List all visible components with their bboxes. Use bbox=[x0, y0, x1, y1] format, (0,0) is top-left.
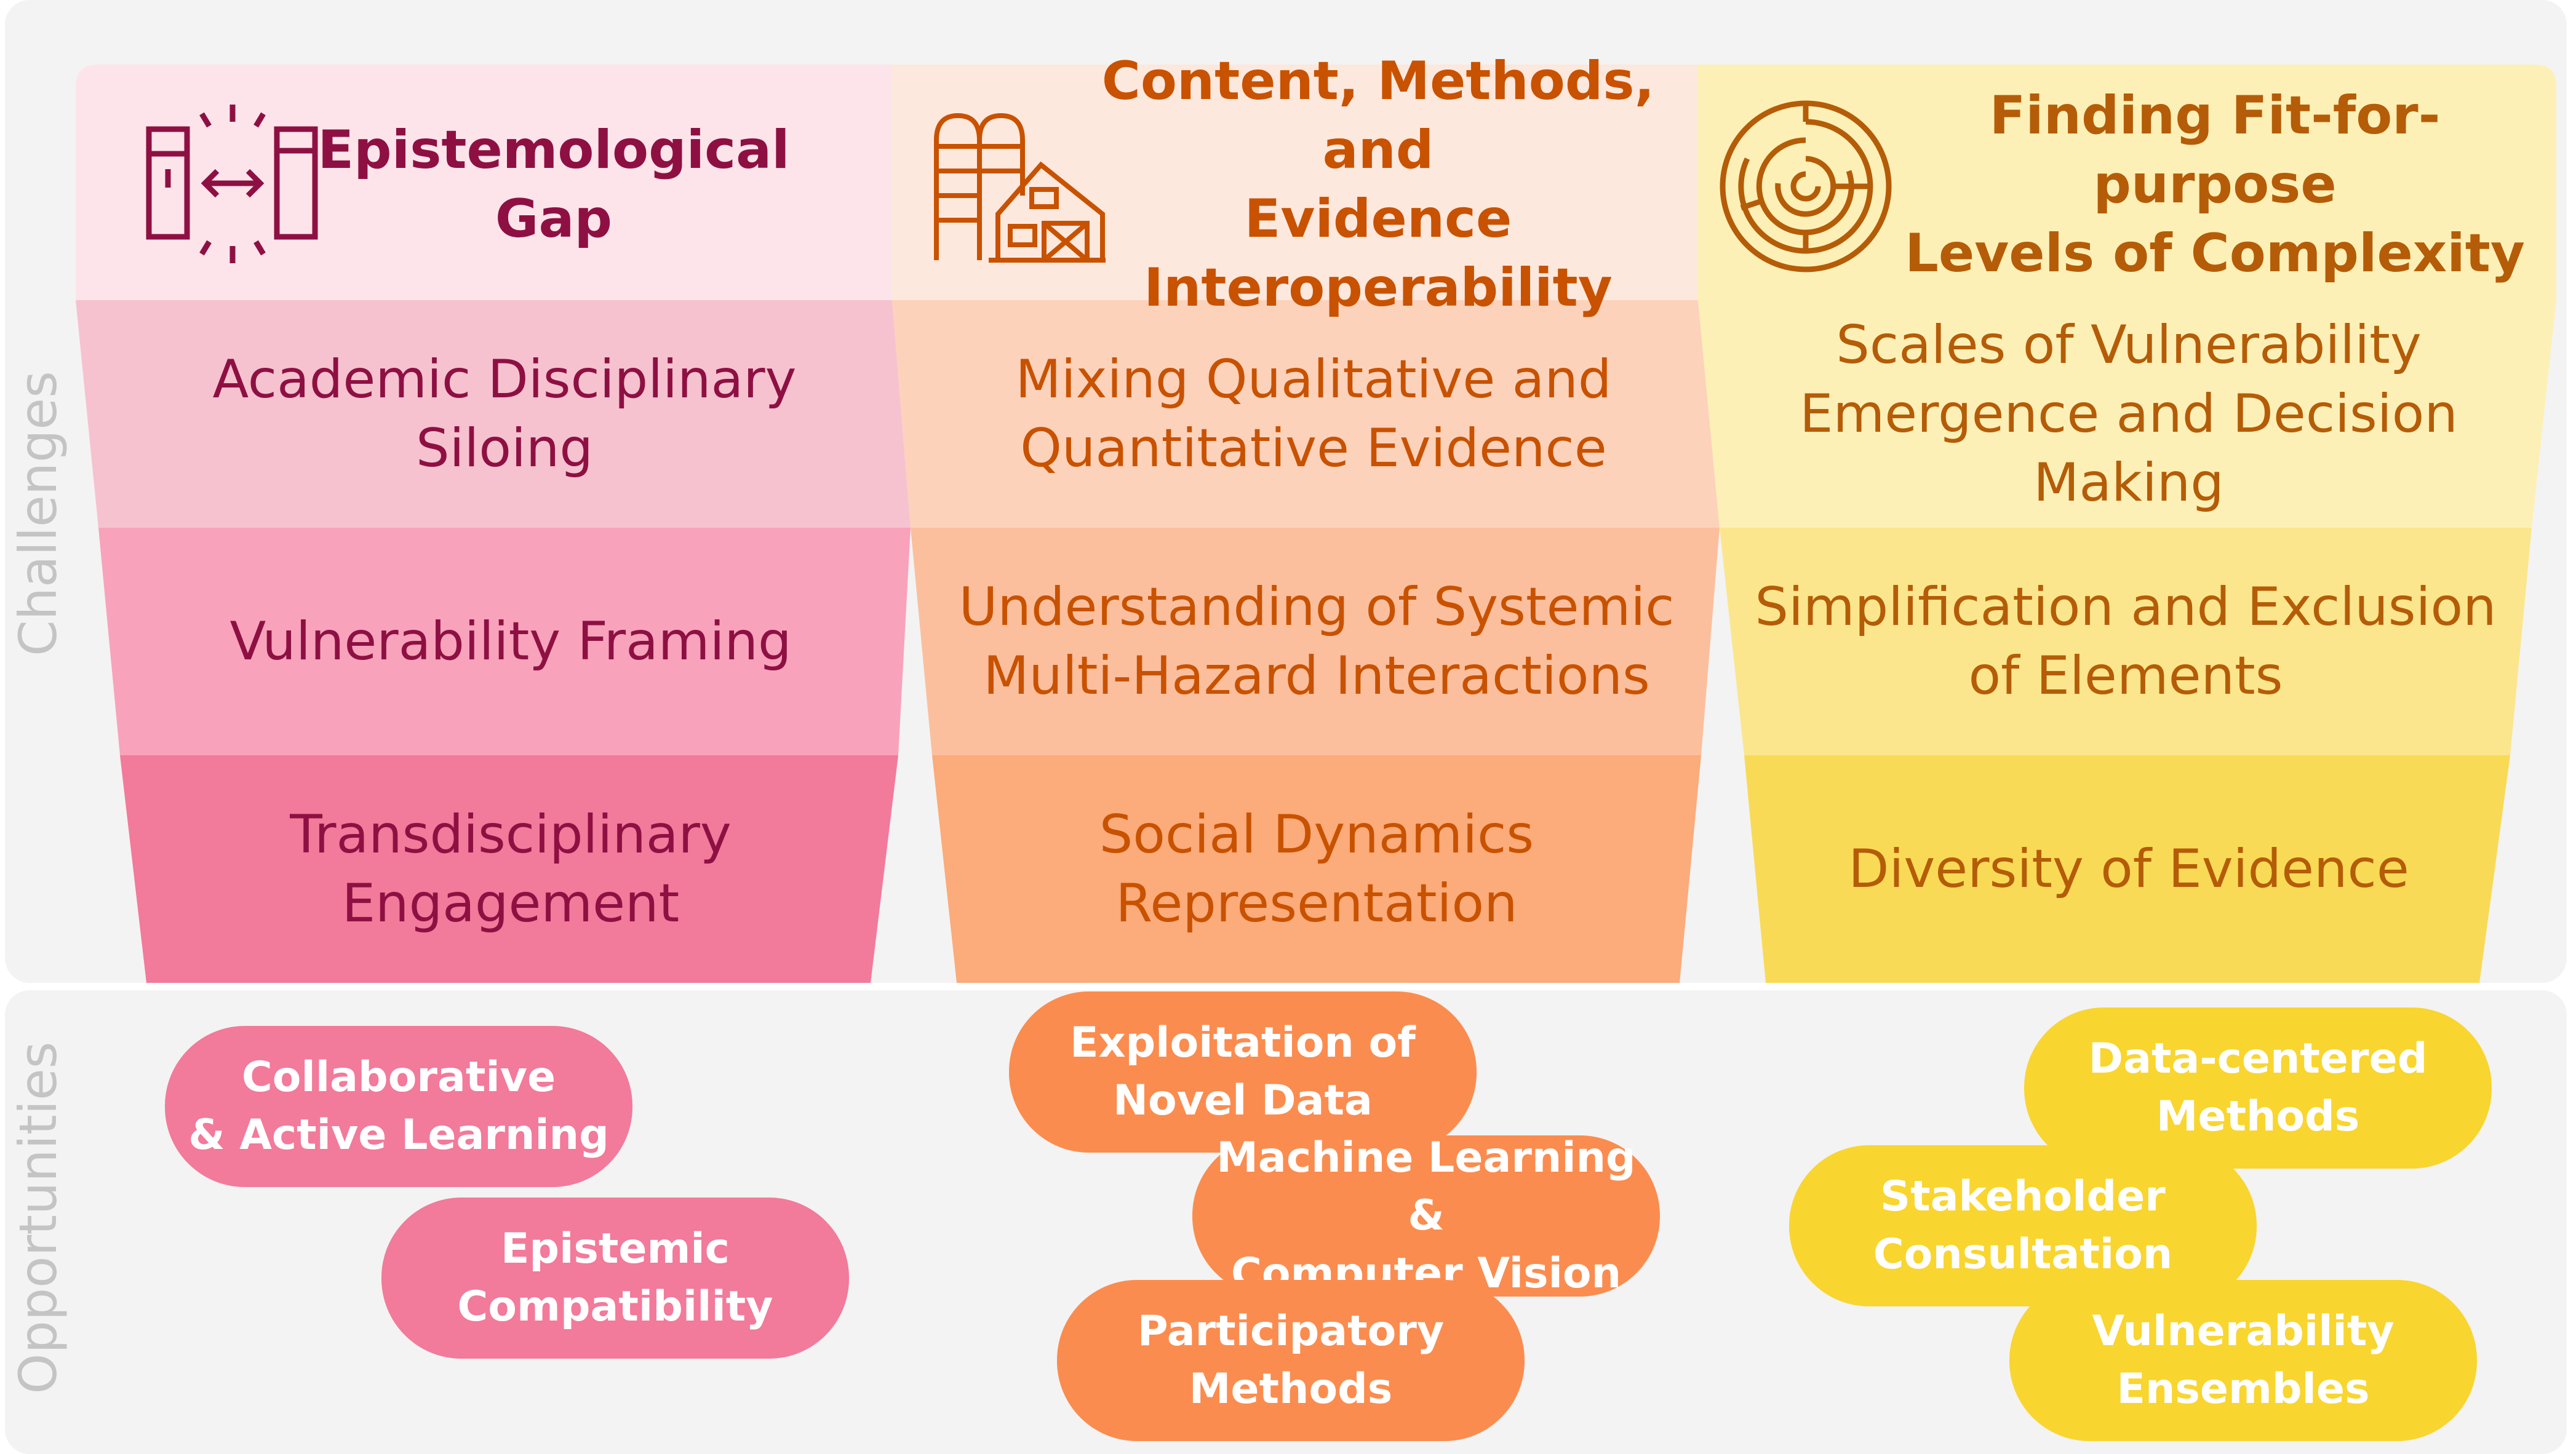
header-content-methods-evidence: Content, Methods, and Evidence Interoper… bbox=[1101, 50, 1655, 319]
yellow-row-1-text: Scales of Vulnerability Emergence and De… bbox=[1800, 314, 2458, 514]
pill-exploitation-novel-data: Exploitation of Novel Data bbox=[1009, 991, 1477, 1153]
yellow-row-2-band bbox=[1720, 528, 2532, 755]
pill-epistemic-compatibility: Epistemic Compatibility bbox=[381, 1198, 849, 1359]
pill-stakeholder-consultation: Stakeholder Consultation bbox=[1789, 1145, 2257, 1306]
pink-header-band bbox=[76, 65, 892, 300]
pill-machine-learning-computer-vision: Machine Learning & Computer Vision bbox=[1192, 1134, 1660, 1298]
gap-arrows-icon bbox=[146, 105, 318, 263]
pill-vulnerability-ensembles: Vulnerability Ensembles bbox=[2009, 1280, 2477, 1441]
pill-collaborative-active-learning: Collaborative & Active Learning bbox=[165, 1026, 632, 1187]
yellow-row-1-band bbox=[1698, 300, 2556, 528]
peach-row-3-text: Social Dynamics Representation bbox=[1099, 803, 1534, 934]
peach-header-band bbox=[892, 65, 1698, 300]
pink-row-2-text: Vulnerability Framing bbox=[229, 610, 792, 672]
yellow-row-3-band bbox=[1744, 755, 2510, 983]
pink-row-3-band bbox=[120, 755, 898, 983]
pink-row-1-text: Academic Disciplinary Siloing bbox=[212, 348, 797, 479]
header-epistemological-gap: Epistemological Gap bbox=[317, 119, 790, 250]
peach-row-3-band bbox=[932, 755, 1701, 983]
farm-barn-silo-icon bbox=[934, 113, 1106, 263]
peach-row-1-text: Mixing Qualitative and Quantitative Evid… bbox=[1015, 348, 1612, 479]
pink-row-1-band bbox=[76, 300, 911, 528]
pink-row-3-text: Transdisciplinary Engagement bbox=[290, 803, 732, 934]
peach-row-2-text: Understanding of Systemic Multi-Hazard I… bbox=[959, 576, 1675, 707]
funnel-shapes bbox=[76, 65, 2556, 983]
yellow-header-band bbox=[1698, 65, 2556, 300]
maze-icon bbox=[1720, 100, 1892, 272]
header-fit-for-purpose-complexity: Finding Fit-for-purpose Levels of Comple… bbox=[1905, 85, 2525, 284]
yellow-row-2-text: Simplification and Exclusion of Elements bbox=[1755, 576, 2497, 707]
peach-row-2-band bbox=[911, 528, 1720, 755]
pill-participatory-methods: Participatory Methods bbox=[1057, 1280, 1525, 1441]
pink-row-2-band bbox=[98, 528, 911, 755]
pill-data-centered-methods: Data-centered Methods bbox=[2024, 1007, 2492, 1169]
yellow-row-3-text: Diversity of Evidence bbox=[1848, 838, 2409, 900]
opportunities-side-label: Opportunities bbox=[8, 1041, 68, 1394]
peach-row-1-band bbox=[892, 300, 1720, 528]
